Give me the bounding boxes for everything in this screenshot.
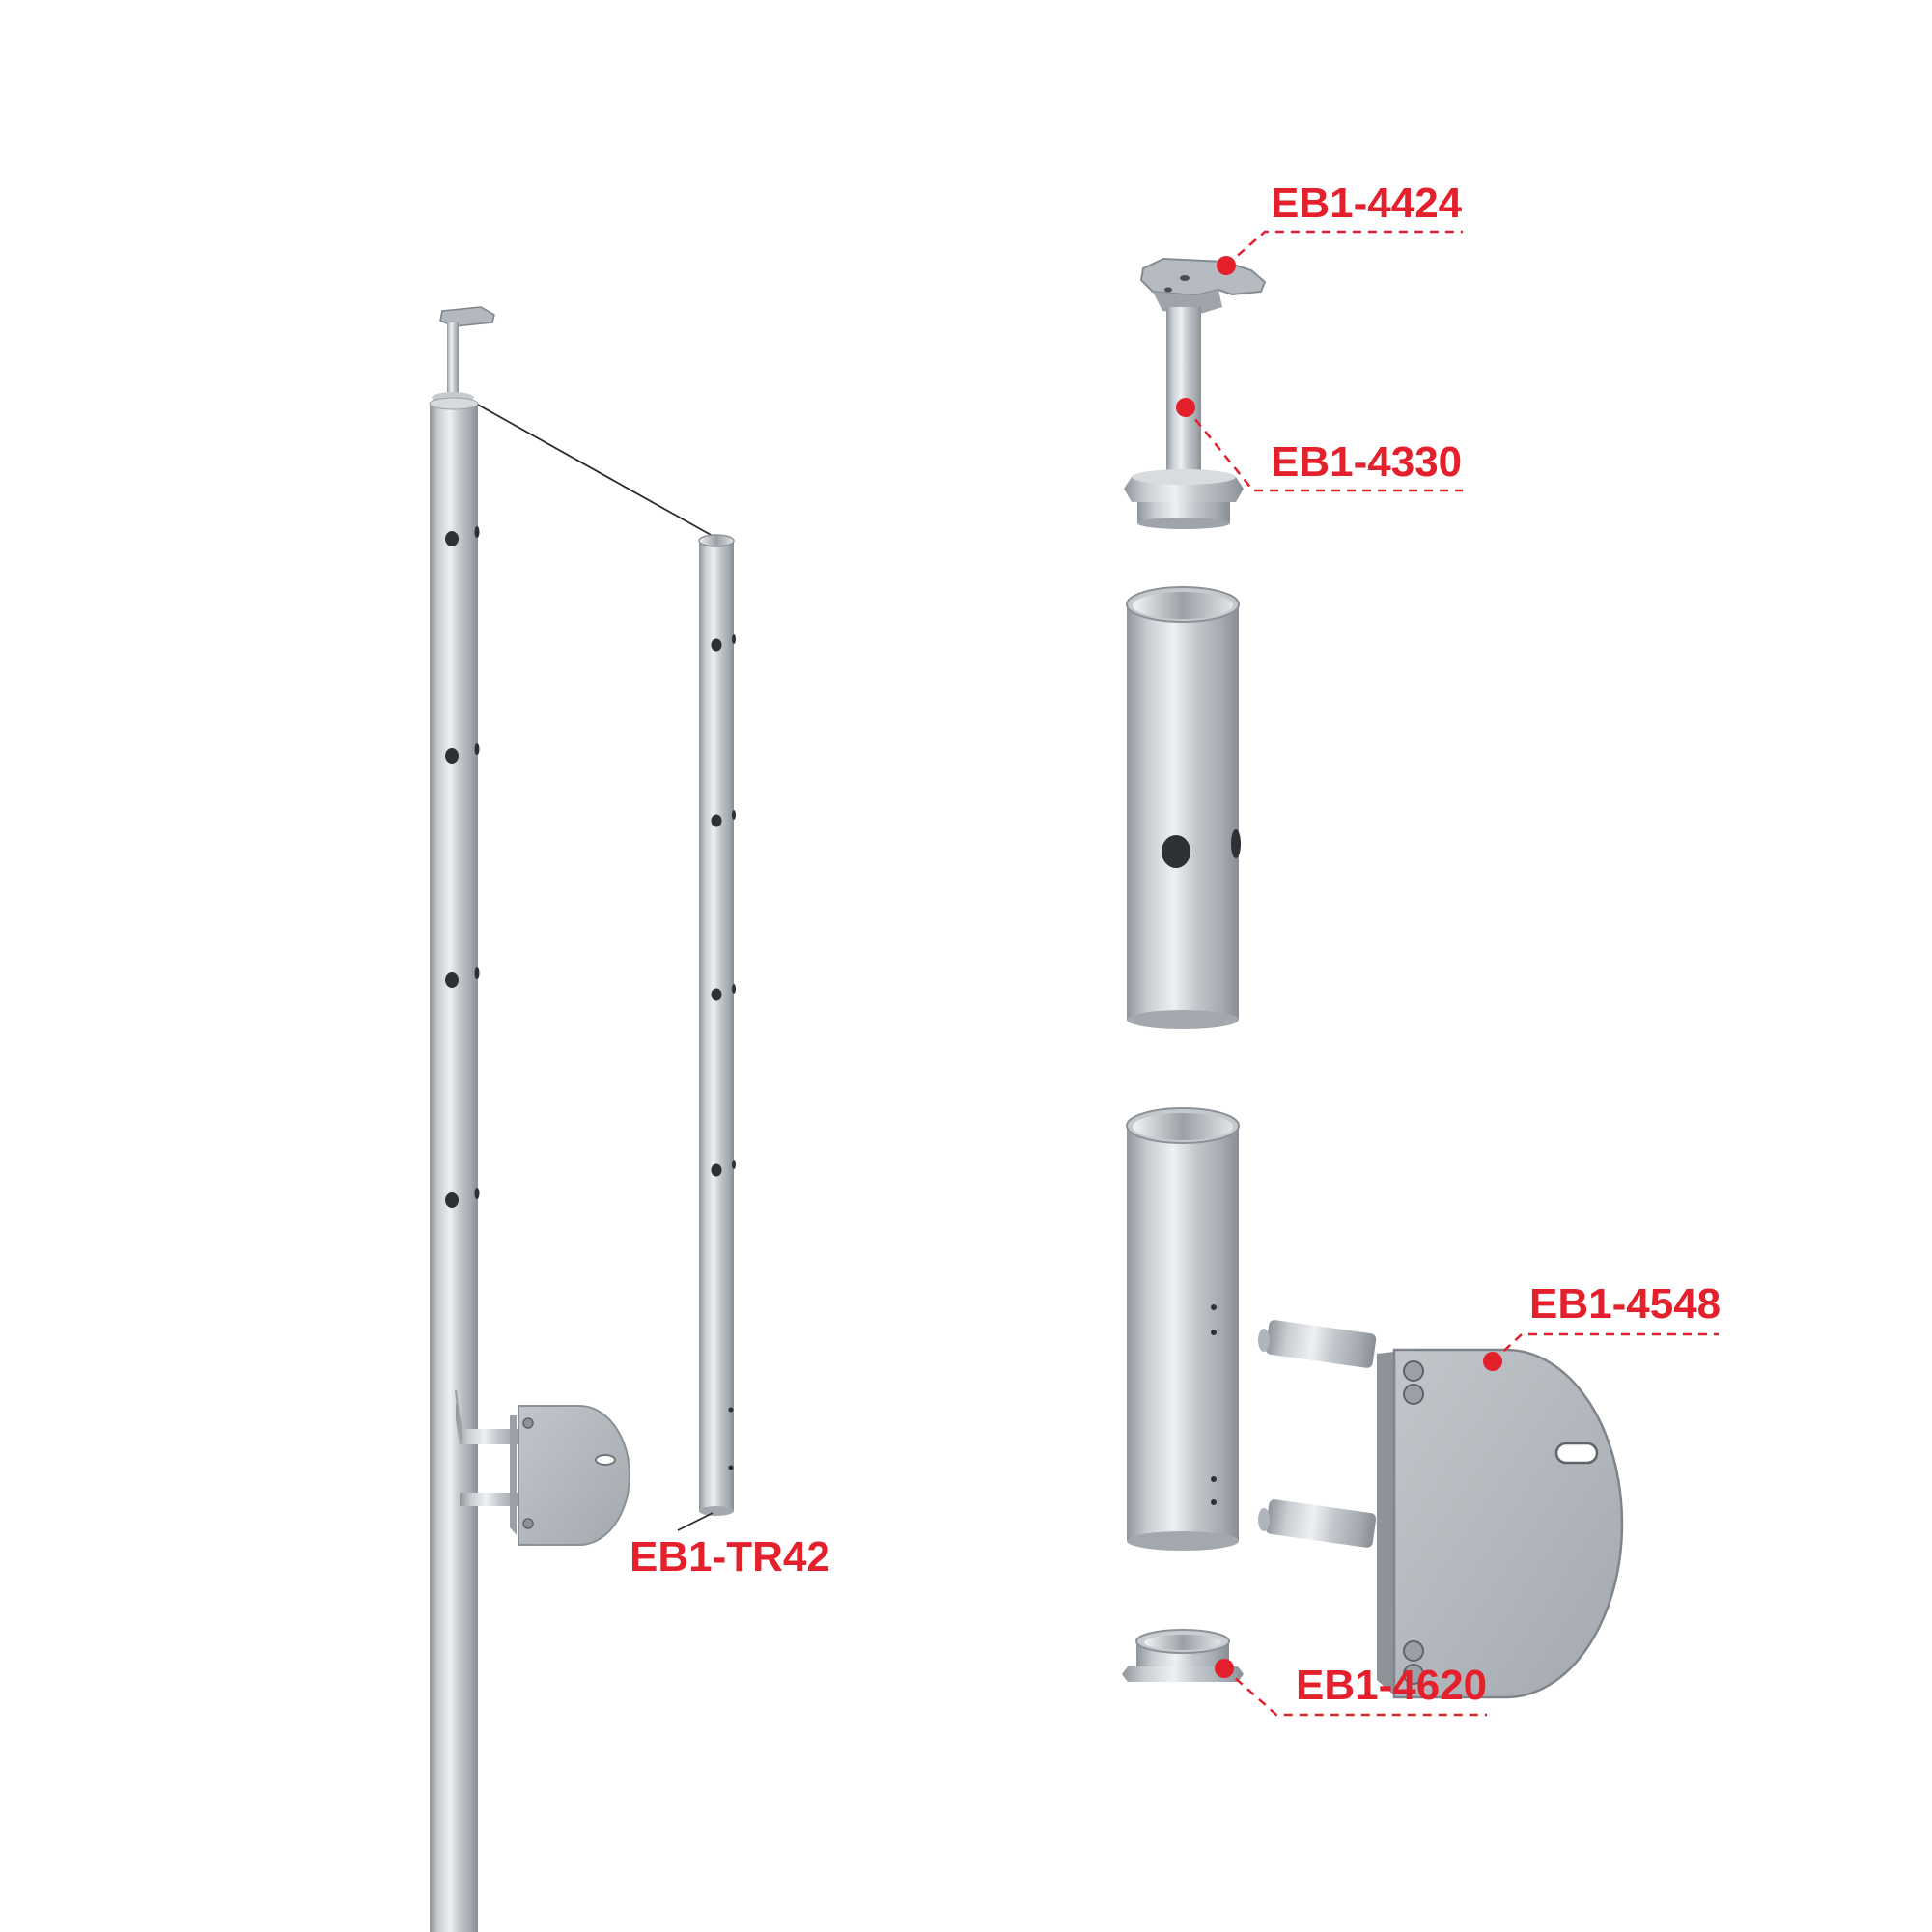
part-4424-saddle: [1139, 257, 1267, 315]
tube-tr42: [677, 534, 736, 1531]
label-4620: EB1-4620: [1296, 1662, 1487, 1709]
assembled-post: [429, 306, 714, 1932]
post-top-bracket: [432, 306, 495, 404]
post-side-arms: [455, 1389, 523, 1506]
part-4548-side-mount: [1258, 1320, 1624, 1699]
connector-line: [475, 403, 714, 537]
part-4330-stem: [1124, 307, 1244, 529]
callout-4620: [1215, 1659, 1487, 1717]
part-4620-end-cap: [1122, 1629, 1244, 1682]
callout-4548: [1483, 1332, 1719, 1371]
callout-4424: [1217, 230, 1463, 275]
post-body: [430, 404, 478, 1932]
lower-tube-segment: [1126, 1107, 1240, 1551]
upper-tube-hole: [1162, 835, 1190, 868]
callout-4330: [1176, 398, 1463, 492]
upper-tube-segment: [1126, 586, 1241, 1029]
label-4424: EB1-4424: [1271, 180, 1463, 227]
label-4330: EB1-4330: [1271, 438, 1462, 486]
post-holes: [445, 526, 480, 1208]
leader-tr42: [677, 1512, 714, 1531]
post-mount-plate: [510, 1405, 630, 1546]
label-tr42: EB1-TR42: [630, 1533, 830, 1581]
tube-tr42-holes: [711, 634, 736, 1470]
label-4548: EB1-4548: [1529, 1280, 1721, 1328]
